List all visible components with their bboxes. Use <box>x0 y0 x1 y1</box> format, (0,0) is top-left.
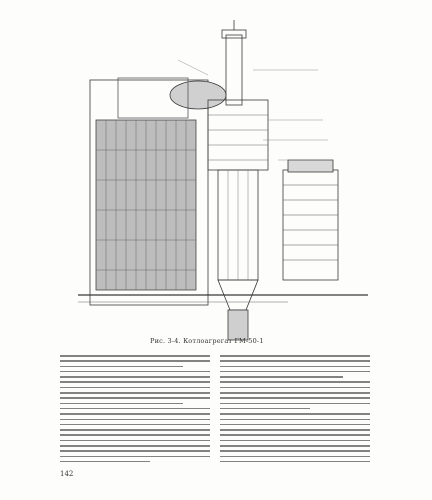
page-number: 142 <box>60 470 74 478</box>
text-line <box>220 439 370 442</box>
text-line <box>60 418 210 421</box>
text-line <box>60 397 210 399</box>
text-line <box>60 392 210 394</box>
text-line <box>60 460 150 463</box>
steam-drum <box>169 80 227 110</box>
text-line <box>220 445 370 447</box>
text-line <box>220 397 370 399</box>
text-line <box>60 386 210 389</box>
boiler-technical-drawing <box>78 20 368 341</box>
text-line <box>220 413 370 415</box>
text-line <box>60 423 210 426</box>
text-line <box>220 402 370 405</box>
text-line <box>220 365 370 368</box>
text-line <box>220 355 370 357</box>
furnace-outline <box>89 79 209 306</box>
text-line <box>60 455 210 458</box>
text-line <box>60 402 183 405</box>
text-line <box>60 381 210 383</box>
text-line <box>220 370 370 373</box>
text-line <box>220 429 370 431</box>
text-line <box>220 455 370 458</box>
text-line <box>220 407 310 410</box>
text-line <box>60 450 210 452</box>
text-line <box>220 386 370 389</box>
chimney <box>225 34 243 106</box>
text-line <box>60 376 210 378</box>
text-line <box>220 434 370 436</box>
text-line <box>220 460 370 463</box>
text-line <box>220 376 343 378</box>
text-line <box>220 423 370 426</box>
text-line <box>60 413 210 415</box>
text-line <box>220 450 370 452</box>
text-line <box>60 360 210 362</box>
figure-caption: Рис. 3-4. Котлоагрегат ГМ-50-1 <box>150 337 264 345</box>
text-line <box>60 407 210 410</box>
text-line <box>220 360 370 362</box>
ash-box <box>227 309 249 341</box>
text-line <box>60 445 210 447</box>
economizer <box>282 169 339 281</box>
superheater <box>207 99 269 171</box>
text-line <box>60 365 183 368</box>
text-column-right <box>220 355 370 463</box>
text-line <box>60 370 210 373</box>
text-line <box>220 381 370 383</box>
text-line <box>60 434 210 436</box>
text-line <box>60 355 210 357</box>
text-line <box>60 429 210 431</box>
text-column-left <box>60 355 210 463</box>
text-line <box>220 392 370 394</box>
text-line <box>60 439 210 442</box>
text-line <box>220 418 370 421</box>
